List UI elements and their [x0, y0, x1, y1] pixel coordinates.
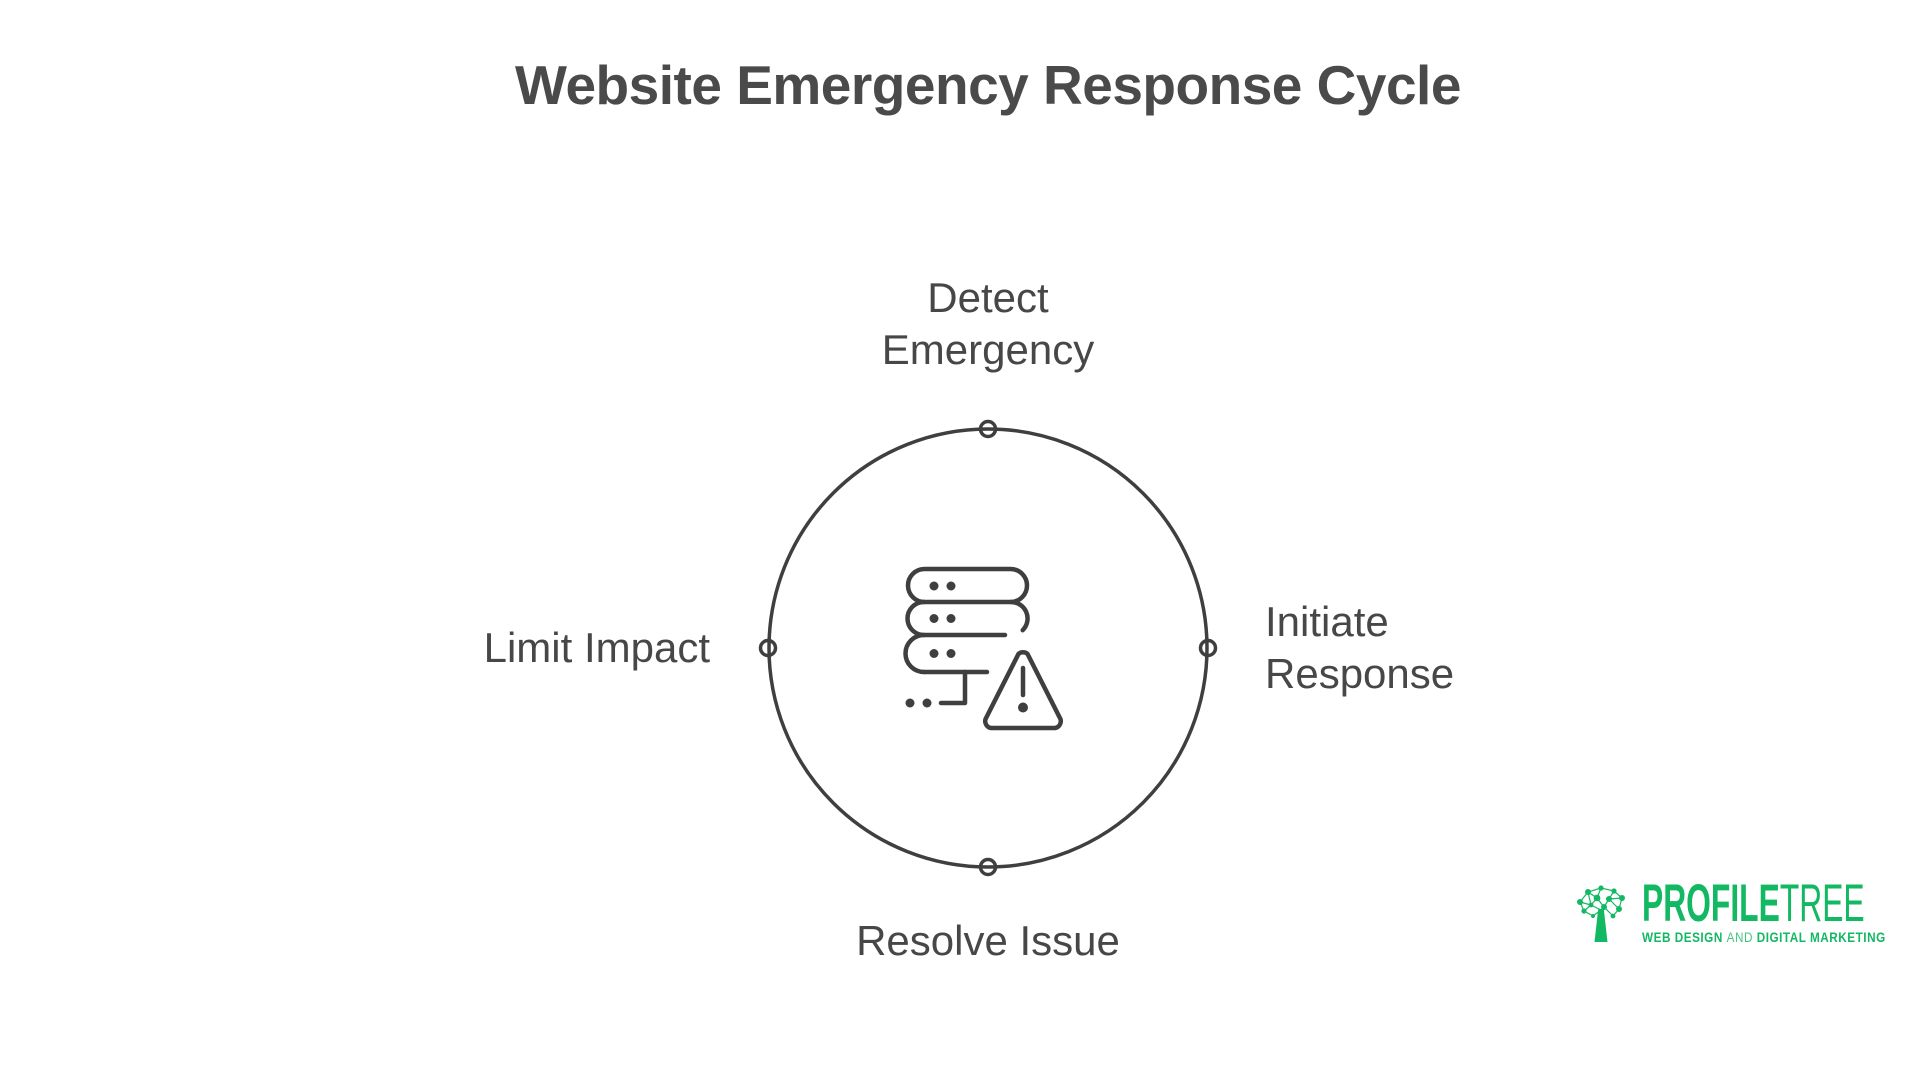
profiletree-wordmark: PROFILETREE WEB DESIGN AND DIGITAL MARKE…	[1642, 877, 1920, 944]
brand-name-light: TREE	[1779, 874, 1865, 933]
cycle-step-label-line: Response	[1265, 650, 1455, 697]
cycle-step-limit-impact: Limit Impact	[410, 622, 710, 674]
cycle-step-label-line: Detect	[927, 274, 1049, 321]
cycle-node-left	[758, 638, 778, 658]
cycle-step-label-line: Limit Impact	[483, 624, 710, 671]
profiletree-tree-icon	[1577, 885, 1625, 942]
warning-triangle-icon	[982, 650, 1064, 731]
cycle-node-top	[978, 419, 998, 439]
logo-tagline: WEB DESIGN AND DIGITAL MARKETING	[1642, 930, 1920, 944]
profiletree-logo: PROFILETREE WEB DESIGN AND DIGITAL MARKE…	[1575, 877, 1905, 951]
cycle-step-resolve-issue: Resolve Issue	[788, 915, 1188, 967]
cycle-step-label-line: Initiate	[1265, 598, 1389, 645]
page-title: Website Emergency Response Cycle	[515, 54, 1461, 116]
tagline-segment: DIGITAL MARKETING	[1756, 929, 1886, 945]
cycle-circle	[767, 427, 1209, 869]
cycle-node-right	[1198, 638, 1218, 658]
brand-name-bold: PROFILE	[1642, 874, 1780, 933]
cycle-step-label-line: Resolve Issue	[856, 917, 1120, 964]
tagline-segment: AND	[1726, 929, 1753, 945]
cycle-node-bottom	[978, 857, 998, 877]
tagline-segment: WEB DESIGN	[1642, 929, 1723, 945]
cycle-step-label-line: Emergency	[881, 326, 1095, 373]
cycle-step-detect-emergency: Detect Emergency	[788, 272, 1188, 376]
cycle-step-initiate-response: Initiate Response	[1265, 596, 1454, 700]
server-alert-icon	[903, 566, 1064, 731]
